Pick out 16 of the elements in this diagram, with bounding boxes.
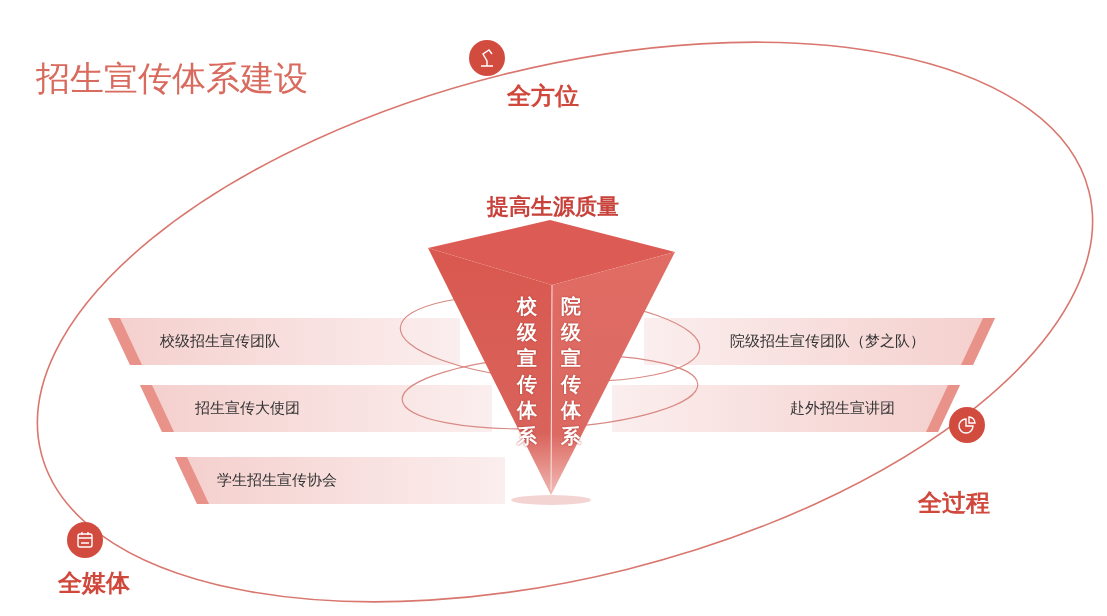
- heading: 提高生源质量: [485, 193, 620, 221]
- band-label: 学生招生宣传协会: [217, 471, 337, 490]
- label-band: [108, 318, 460, 365]
- category-label: 全方位: [507, 81, 579, 112]
- band-label: 赴外招生宣讲团: [790, 399, 895, 418]
- label-band: [612, 385, 960, 432]
- label-band: [140, 385, 492, 432]
- band-label: 校级招生宣传团队: [160, 332, 280, 351]
- band-label: 院级招生宣传团队（梦之队）: [730, 332, 925, 351]
- category-label: 全过程: [918, 488, 990, 519]
- label-band: [175, 457, 505, 504]
- band-label: 招生宣传大使团: [195, 399, 300, 418]
- label-band: [644, 318, 995, 365]
- face-label: 院级宣传体系: [560, 293, 582, 449]
- category-label: 全媒体: [58, 568, 130, 599]
- title: 招生宣传体系建设: [36, 57, 308, 100]
